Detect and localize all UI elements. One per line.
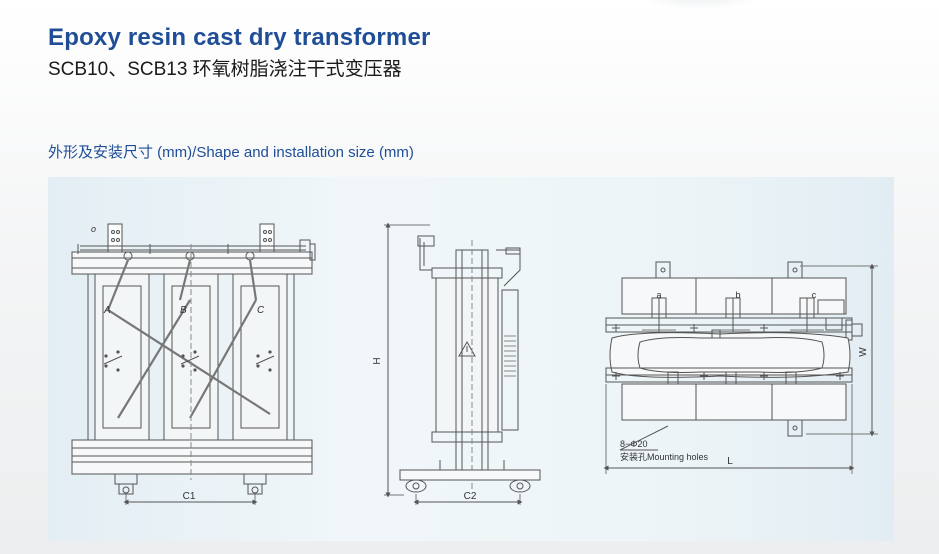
dim-c1: C1 bbox=[183, 491, 196, 502]
dim-c2: C2 bbox=[464, 491, 477, 502]
section-label: 外形及安装尺寸 (mm)/Shape and installation size… bbox=[48, 144, 414, 161]
technical-drawing: C1 o A B C bbox=[71, 222, 878, 505]
dim-h: H bbox=[372, 357, 383, 364]
phase-label-b: B bbox=[180, 305, 187, 316]
mounting-holes-spec: 8−Φ20 bbox=[620, 439, 647, 449]
phase-label-a: A bbox=[103, 305, 111, 316]
dim-l: L bbox=[727, 456, 733, 467]
dim-w: W bbox=[858, 347, 869, 357]
side-view bbox=[384, 222, 541, 505]
front-small-label: o bbox=[91, 224, 96, 234]
top-view bbox=[603, 261, 878, 474]
page-title: Epoxy resin cast dry transformer bbox=[48, 24, 431, 51]
drawing-panel: C1 o A B C bbox=[48, 177, 894, 541]
phase-label-c: C bbox=[257, 305, 265, 316]
front-view bbox=[71, 223, 316, 505]
page-subtitle: SCB10、SCB13 环氧树脂浇注干式变压器 bbox=[48, 59, 402, 80]
terminal-label-b: b bbox=[735, 290, 740, 300]
terminal-label-c: c bbox=[812, 290, 817, 300]
header-glow bbox=[630, 0, 770, 10]
mounting-holes-label: 安装孔Mounting holes bbox=[620, 451, 709, 462]
terminal-label-a: a bbox=[656, 290, 661, 300]
